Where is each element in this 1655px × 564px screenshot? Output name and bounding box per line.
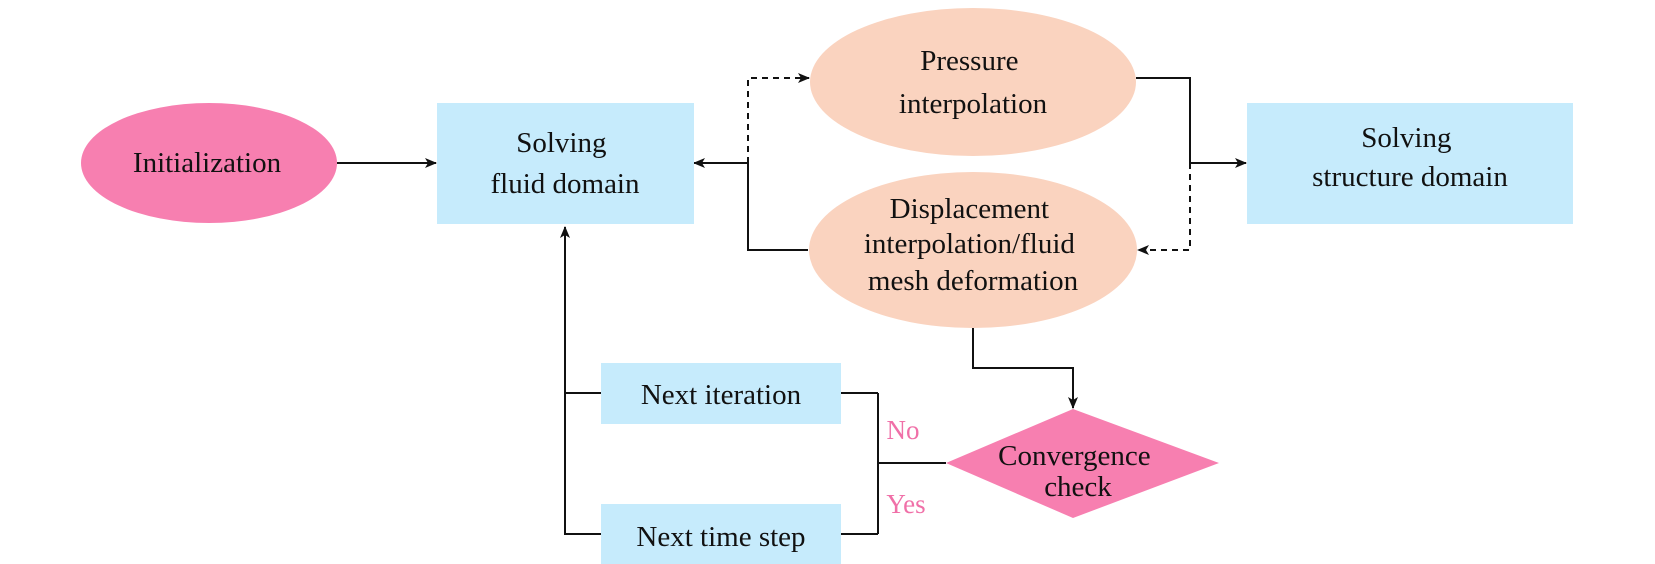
next-time-step-node: Next time step	[601, 504, 841, 564]
displacement-interpolation-label-line-3: mesh deformation	[868, 265, 1079, 297]
next-time-step-label: Next time step	[636, 521, 805, 553]
svg-text:Solving structure domain: Solving structure domain	[1312, 122, 1508, 193]
solving-fluid-shape	[437, 103, 694, 224]
solving-fluid-node: Solving fluid domain	[437, 103, 694, 224]
next-iteration-node: Next iteration	[601, 363, 841, 424]
displacement-interpolation-node: Displacement interpolation/fluid mesh de…	[809, 172, 1137, 328]
solving-structure-node: Solving structure domain	[1247, 103, 1573, 224]
connectors	[337, 73, 1247, 535]
svg-text:Next iteration: Next iteration	[641, 379, 802, 411]
branch-label-yes: Yes	[886, 489, 925, 519]
solving-fluid-label-line-1: Solving	[516, 127, 606, 159]
pressure-interpolation-shape	[810, 8, 1136, 156]
next-iteration-shape	[601, 363, 841, 424]
convergence-check-shape	[946, 409, 1219, 518]
convergence-check-node: Convergence check	[946, 409, 1219, 518]
arrow-displacement-to-fluid	[693, 158, 808, 251]
pressure-interpolation-label-line-1: Pressure	[920, 45, 1018, 77]
initialization-node: Initialization	[81, 103, 337, 223]
arrow-structure-to-displacement	[1137, 163, 1191, 255]
displacement-interpolation-label-line-1: Displacement	[890, 193, 1049, 225]
initialization-label: Initialization	[133, 147, 282, 179]
arrow-loop-back-to-fluid	[560, 226, 601, 535]
arrow-fluid-to-pressure	[747, 73, 810, 163]
arrow-displacement-to-convergence	[972, 328, 1078, 409]
solving-structure-shape	[1247, 103, 1573, 224]
initialization-shape	[81, 103, 337, 223]
displacement-interpolation-label-line-2: interpolation/fluid	[864, 228, 1076, 260]
convergence-check-label-line-2: check	[1044, 471, 1112, 503]
svg-text:Pressure interpolation: Pressure interpolation	[899, 45, 1048, 120]
convergence-check-label-line-1: Convergence	[998, 440, 1150, 472]
displacement-interpolation-shape	[809, 172, 1137, 328]
solving-structure-label-line-2: structure domain	[1312, 161, 1508, 193]
svg-text:Displacement interpolati: Displacement interpolation/fluid mesh de…	[864, 193, 1082, 297]
solving-fluid-label-line-2: fluid domain	[490, 168, 640, 200]
next-time-step-shape	[601, 504, 841, 564]
svg-text:Solving fluid domain: Solving fluid domain	[490, 127, 640, 200]
solving-structure-label-line-1: Solving	[1361, 122, 1451, 154]
svg-text:Next time step: Next time step	[636, 521, 805, 553]
pressure-interpolation-node: Pressure interpolation	[810, 8, 1136, 156]
svg-text:Initialization: Initialization	[133, 147, 282, 179]
pressure-interpolation-label-line-2: interpolation	[899, 88, 1048, 120]
arrow-pressure-to-structure	[1136, 77, 1247, 168]
svg-text:Convergence check: Convergence check	[998, 440, 1158, 503]
branch-label-no: No	[887, 415, 920, 445]
next-iteration-label: Next iteration	[641, 379, 802, 411]
